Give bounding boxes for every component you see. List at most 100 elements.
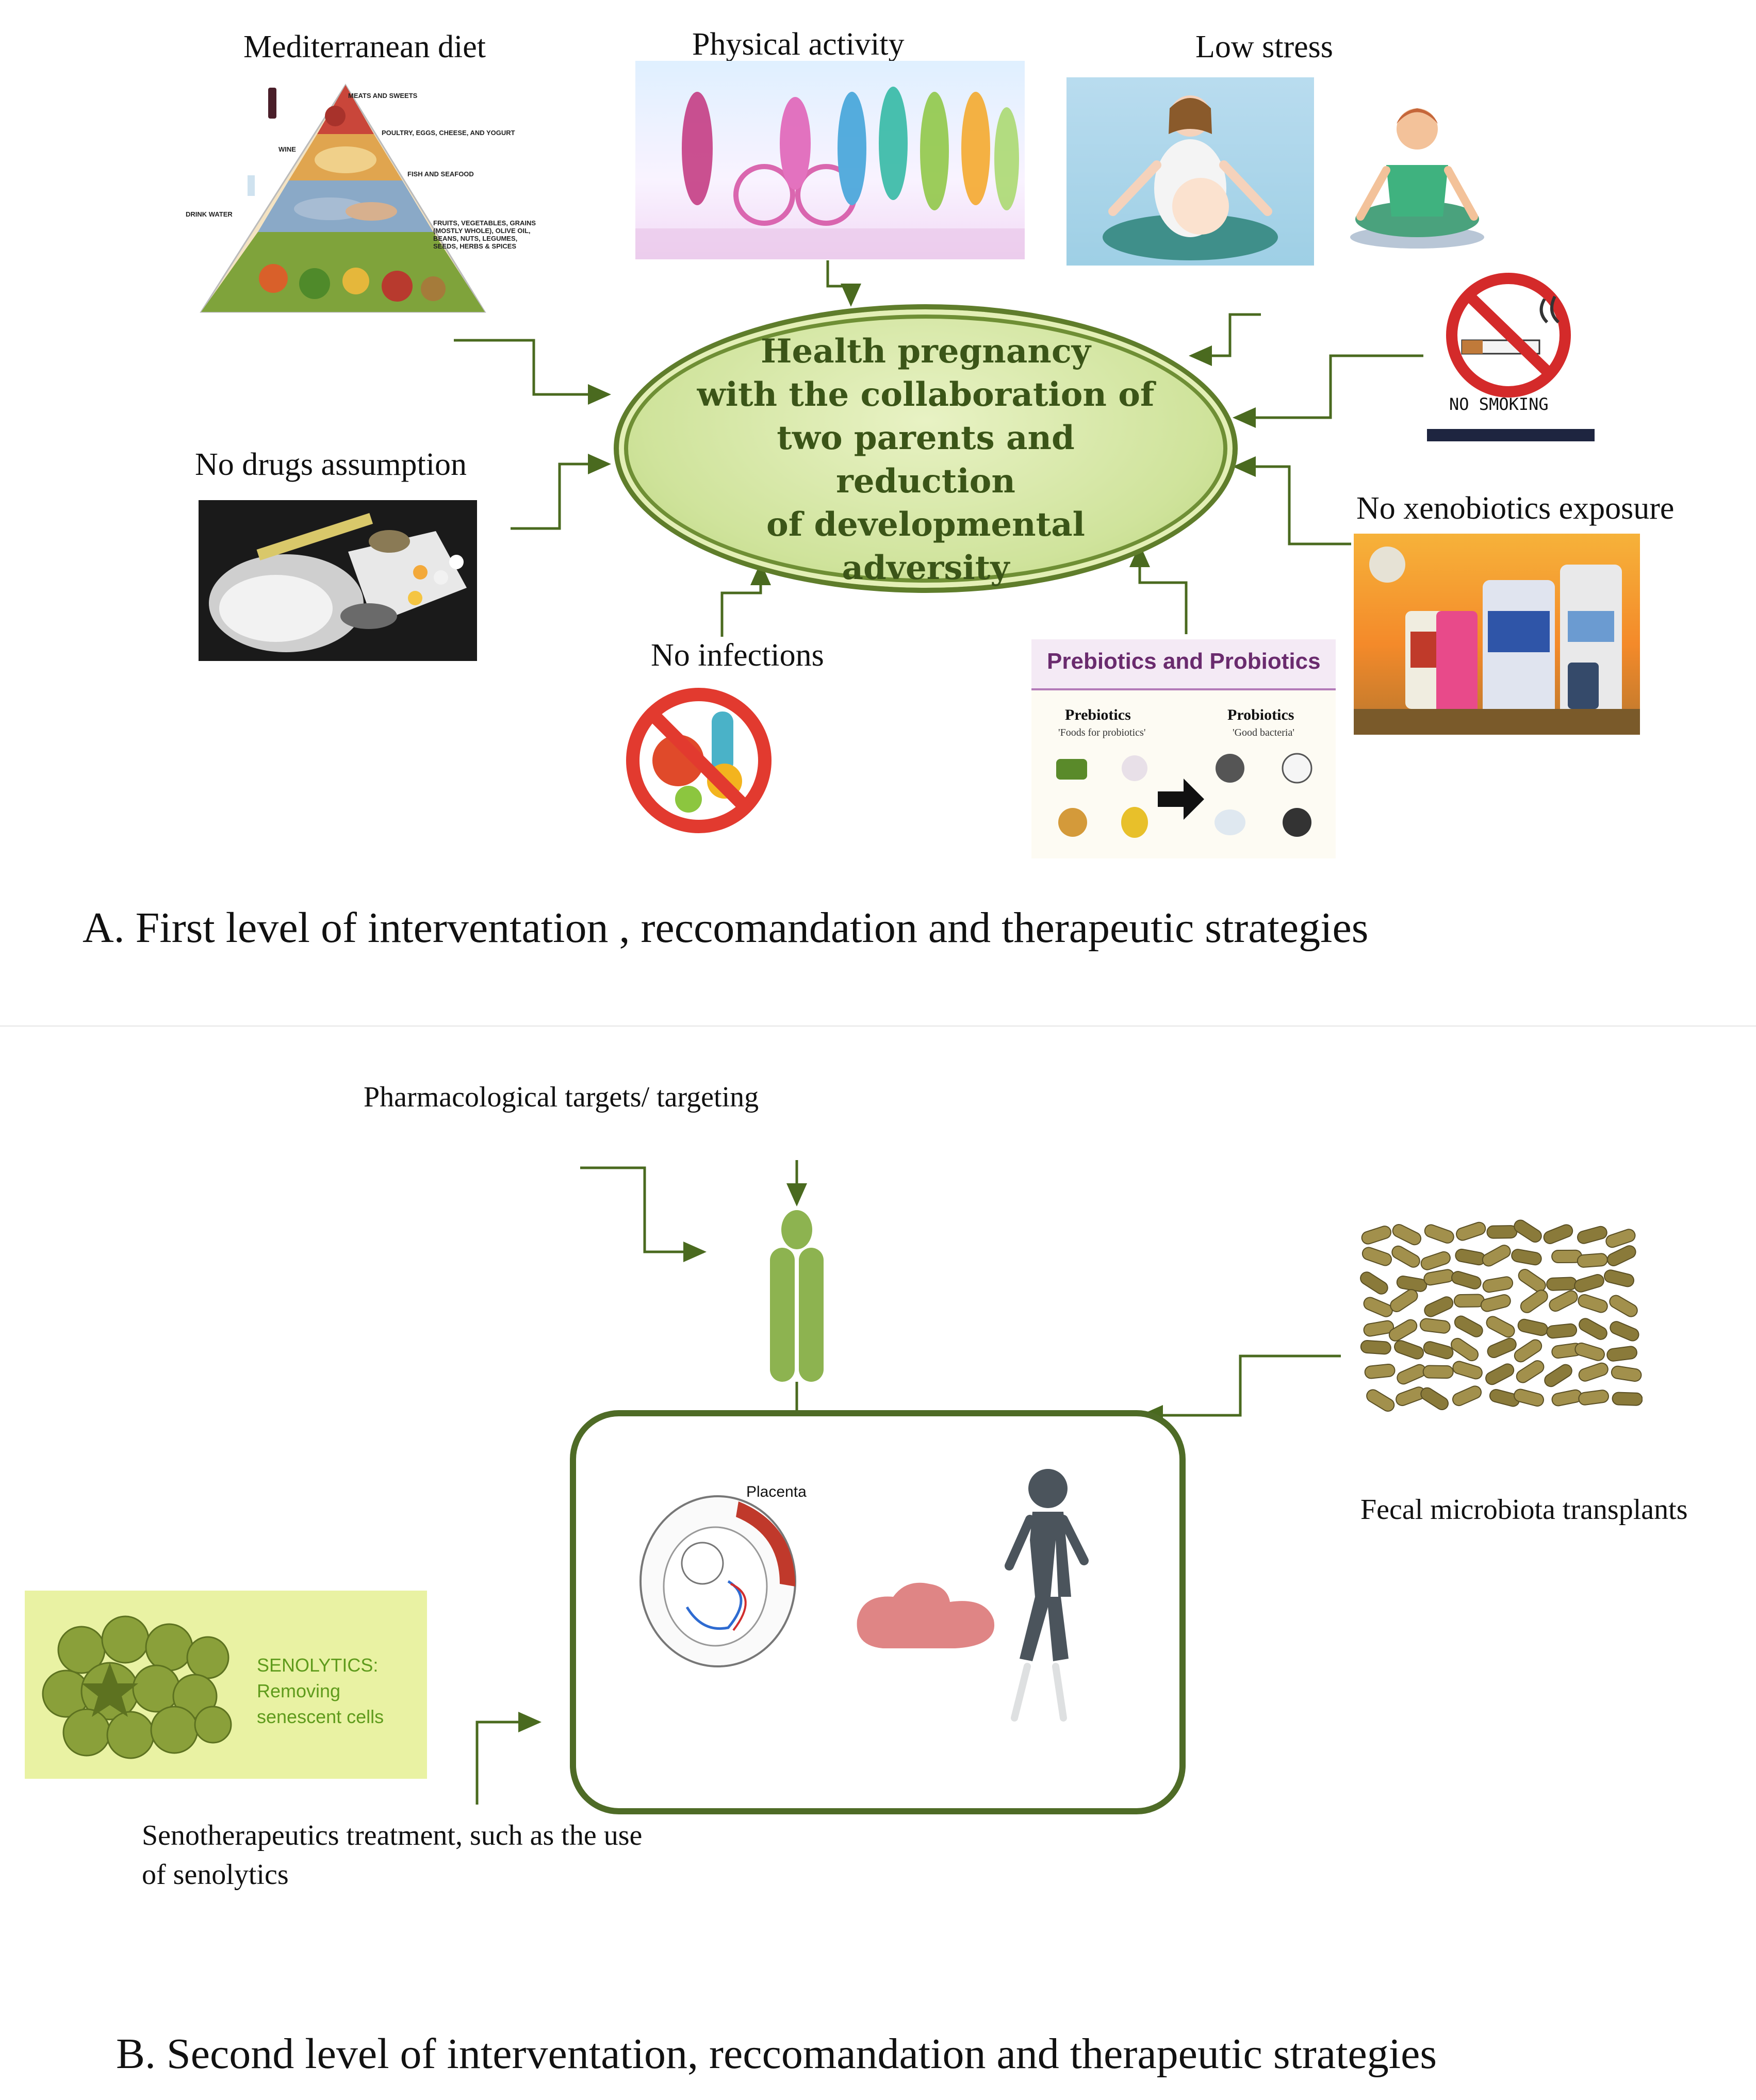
capsule <box>1480 1294 1511 1312</box>
capsule <box>1455 1248 1486 1266</box>
capsule <box>1543 1224 1573 1244</box>
capsule <box>1578 1362 1609 1382</box>
arrow-senolytics <box>475 1712 541 1805</box>
arrow-infections <box>720 562 771 637</box>
developmental-outcome-box: Placenta <box>570 1410 1186 1814</box>
capsule <box>1578 1390 1609 1405</box>
senolytics-line-3: senescent cells <box>257 1706 384 1727</box>
capsule <box>1605 1229 1636 1248</box>
capsule <box>1422 1365 1454 1379</box>
physical-activity-label: Physical activity <box>692 27 905 62</box>
arrow-smoking <box>1233 354 1423 428</box>
capsule <box>1452 1361 1483 1380</box>
child-silhouette <box>999 1463 1092 1726</box>
capsule <box>1361 1226 1391 1245</box>
capsule <box>1546 1323 1578 1339</box>
pharmacological-label: Pharmacological targets/ targeting <box>364 1081 759 1113</box>
capsule <box>1578 1294 1608 1313</box>
goal-line-3: two parents and <box>777 419 1075 457</box>
goal-line-4: reduction <box>836 462 1015 501</box>
low-stress-label: Low stress <box>1195 29 1333 64</box>
no-infections-sign <box>621 683 776 838</box>
arrow-xenobiotics <box>1233 456 1351 545</box>
capsules-image <box>1346 1217 1643 1420</box>
organ-silhouette <box>852 1574 1002 1656</box>
capsule <box>1482 1245 1511 1267</box>
capsule <box>1610 1321 1639 1342</box>
senescent-cells-icon <box>42 1615 232 1759</box>
panel-a-caption: A. First level of interventation , recco… <box>83 904 1369 952</box>
healthy-pregnancy-goal: Health pregnancy with the collaboration … <box>614 304 1238 593</box>
capsule <box>1487 1337 1517 1359</box>
capsule <box>1544 1364 1572 1387</box>
no-smoking-sign: NO SMOKING <box>1423 268 1599 446</box>
placenta-label: Placenta <box>746 1483 807 1500</box>
pyramid-tier-1: MEATS AND SWEETS <box>348 92 418 100</box>
capsule <box>1420 1387 1449 1411</box>
capsule <box>1424 1296 1454 1317</box>
capsule <box>1453 1294 1485 1308</box>
senolytics-card: SENOLYTICS: Removing senescent cells <box>25 1591 427 1779</box>
capsule <box>1451 1271 1482 1289</box>
capsule <box>1423 1341 1454 1360</box>
capsule <box>1360 1271 1388 1295</box>
prebiotics-probiotics-card: Prebiotics and Probiotics Prebiotics 'Fo… <box>1031 639 1336 858</box>
capsule <box>1424 1224 1454 1244</box>
xenobiotics-image <box>1354 534 1640 735</box>
capsule <box>1454 1315 1483 1337</box>
capsule <box>1574 1274 1604 1293</box>
capsule <box>1577 1226 1607 1244</box>
capsule <box>1486 1225 1518 1239</box>
capsule <box>1606 1346 1637 1362</box>
capsule <box>1551 1389 1582 1407</box>
capsule <box>1518 1269 1546 1293</box>
arrow-diet <box>454 339 611 405</box>
senotherapeutics-label-line1: Senotherapeutics treatment, such as the … <box>142 1820 643 1851</box>
no-smoking-text: NO SMOKING <box>1449 394 1549 414</box>
fetus-placenta-image <box>625 1478 811 1674</box>
receptor-icon <box>763 1206 830 1384</box>
goal-text: Health pregnancy with the collaboration … <box>619 330 1233 590</box>
capsule <box>1363 1297 1393 1317</box>
capsule <box>1360 1340 1391 1355</box>
senolytics-card-text: SENOLYTICS: Removing senescent cells <box>257 1652 384 1730</box>
mediterranean-diet-label: Mediterranean diet <box>243 29 486 64</box>
capsule <box>1366 1389 1395 1412</box>
capsule <box>1420 1251 1451 1270</box>
arrow-pharma <box>580 1166 707 1262</box>
fecal-microbiota-label: Fecal microbiota transplants <box>1360 1494 1688 1526</box>
physical-activity-image <box>635 61 1025 259</box>
pyramid-tier-6: FRUITS, VEGETABLES, GRAINS (MOSTLY WHOLE… <box>433 219 536 250</box>
senolytics-line-1: SENOLYTICS: <box>257 1655 379 1676</box>
senolytics-line-2: Removing <box>257 1680 341 1701</box>
capsule <box>1392 1224 1422 1246</box>
capsule <box>1394 1340 1424 1360</box>
capsule <box>1579 1318 1607 1340</box>
capsule <box>1361 1247 1392 1266</box>
arrow-prebiotics <box>1129 544 1188 634</box>
drugs-image <box>199 500 477 661</box>
pyramid-tier-5: DRINK WATER <box>186 210 233 218</box>
pyramid-tier-4: FISH AND SEAFOOD <box>407 170 474 178</box>
capsule <box>1577 1253 1608 1268</box>
capsule <box>1486 1316 1515 1338</box>
capsule <box>1514 1388 1544 1407</box>
prebiotics-card-title: Prebiotics and Probiotics <box>1047 649 1321 674</box>
capsule <box>1419 1318 1451 1334</box>
capsule <box>1514 1219 1542 1243</box>
arrow-stress <box>1189 313 1261 366</box>
capsule <box>1363 1320 1394 1337</box>
capsule <box>1450 1337 1479 1362</box>
probiotics-subtitle: 'Good bacteria' <box>1233 727 1294 738</box>
capsule <box>1517 1318 1548 1336</box>
capsule <box>1511 1249 1542 1266</box>
capsule <box>1603 1269 1634 1287</box>
capsule <box>1485 1363 1515 1385</box>
capsule <box>1364 1363 1396 1379</box>
arrow-activity <box>826 260 861 307</box>
capsule <box>1514 1339 1542 1363</box>
pyramid-tier-3: WINE <box>278 145 296 153</box>
probiotics-heading: Probiotics <box>1227 706 1294 723</box>
capsule <box>1423 1269 1454 1286</box>
